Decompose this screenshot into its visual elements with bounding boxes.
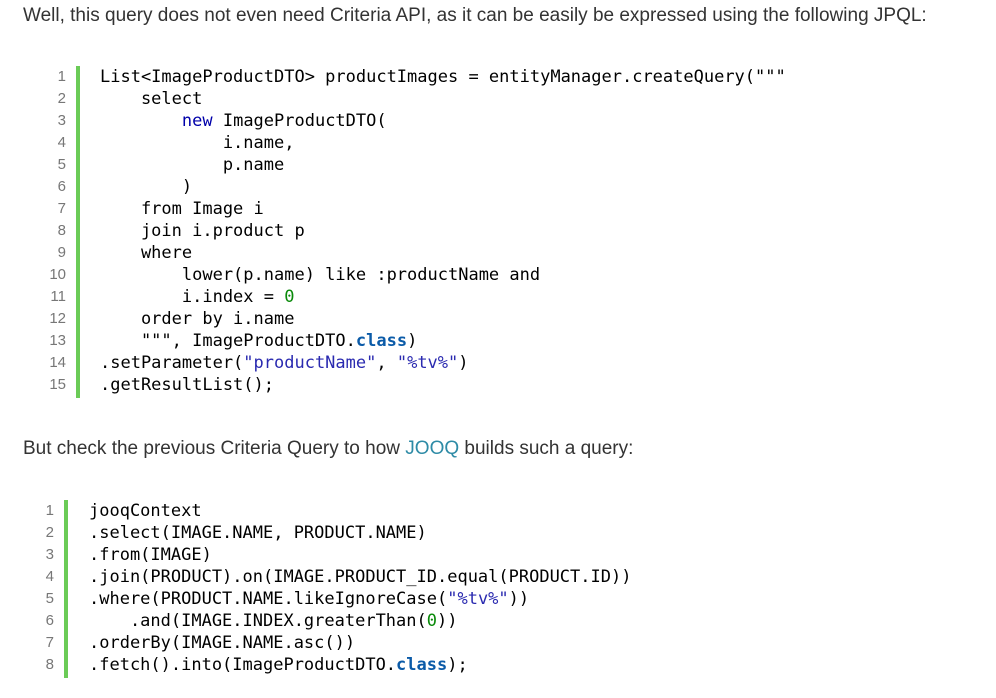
code-line: .and(IMAGE.INDEX.greaterThan(0)) <box>89 610 631 632</box>
code-lines: jooqContext.select(IMAGE.NAME, PRODUCT.N… <box>89 500 631 676</box>
code-token: )) <box>508 589 530 609</box>
line-number-gutter: 1 2 3 4 5 6 7 8 <box>0 500 54 676</box>
code-token: "%tv%" <box>447 589 509 609</box>
line-number: 8 <box>45 656 54 673</box>
line-number: 6 <box>45 612 54 629</box>
middle-text-after: builds such a query: <box>459 438 634 459</box>
code-line: .orderBy(IMAGE.NAME.asc()) <box>89 632 631 654</box>
line-number: 11 <box>50 288 66 305</box>
jooq-code-block: 1 2 3 4 5 6 7 8 jooqContext.select(IMAGE.NAME, … <box>0 500 996 678</box>
line-number: 4 <box>45 568 54 585</box>
code-token: where <box>100 243 193 263</box>
code-line: from Image i <box>100 198 786 220</box>
code-token: ) <box>407 331 418 351</box>
code-line: .where(PRODUCT.NAME.likeIgnoreCase("%tv%… <box>89 588 631 610</box>
code-token: ); <box>447 655 468 675</box>
code-line: List<ImageProductDTO> productImages = en… <box>100 66 786 88</box>
code-line: .select(IMAGE.NAME, PRODUCT.NAME) <box>89 522 631 544</box>
line-number: 7 <box>57 200 66 217</box>
code-token: "productName" <box>243 353 377 373</box>
code-token: .where(PRODUCT.NAME.likeIgnoreCase( <box>89 589 448 609</box>
code-token: i.name, <box>100 133 295 153</box>
middle-text-before: But check the previous Criteria Query to… <box>23 438 406 459</box>
code-line: p.name <box>100 154 786 176</box>
code-line: where <box>100 242 786 264</box>
line-number: 1 <box>45 502 54 519</box>
line-number: 2 <box>57 90 66 107</box>
code-line: join i.product p <box>100 220 786 242</box>
line-number: 14 <box>49 354 66 371</box>
code-token: ) <box>458 353 469 373</box>
code-token: List<ImageProductDTO> productImages = en… <box>100 67 786 87</box>
line-number: 4 <box>57 134 66 151</box>
code-token: .join(PRODUCT).on(IMAGE.PRODUCT_ID.equal… <box>89 567 632 587</box>
code-token: lower(p.name) like :productName and <box>100 265 541 285</box>
code-token: .and(IMAGE.INDEX.greaterThan( <box>89 611 427 631</box>
line-number: 15 <box>49 376 66 393</box>
code-token: 0 <box>426 611 438 631</box>
code-token: "%tv%" <box>396 353 459 373</box>
code-lines: List<ImageProductDTO> productImages = en… <box>100 66 786 396</box>
code-line: ) <box>100 176 786 198</box>
code-token: class <box>396 655 448 675</box>
code-token: .select(IMAGE.NAME, PRODUCT.NAME) <box>89 523 427 543</box>
line-number: 1 <box>57 68 66 85</box>
line-number: 5 <box>57 156 66 173</box>
code-token: join i.product p <box>100 221 305 241</box>
jooq-link[interactable]: JOOQ <box>405 438 460 459</box>
line-number: 8 <box>57 222 66 239</box>
code-token: order by i.name <box>100 309 295 329</box>
code-token: .fetch().into(ImageProductDTO. <box>89 655 397 675</box>
middle-paragraph: But check the previous Criteria Query to… <box>23 437 633 461</box>
line-number: 13 <box>49 332 66 349</box>
code-token: i.index = <box>100 287 285 307</box>
code-token: 0 <box>284 287 295 307</box>
code-token: class <box>355 331 408 351</box>
line-number: 12 <box>49 310 66 327</box>
code-token: jooqContext <box>89 501 202 521</box>
code-line: select <box>100 88 786 110</box>
code-line: jooqContext <box>89 500 631 522</box>
code-line: .from(IMAGE) <box>89 544 631 566</box>
code-line: order by i.name <box>100 308 786 330</box>
code-token: new <box>181 111 213 131</box>
code-token: select <box>100 89 203 109</box>
line-number: 9 <box>57 244 66 261</box>
line-number: 6 <box>57 178 66 195</box>
intro-paragraph: Well, this query does not even need Crit… <box>23 5 927 26</box>
code-line: .join(PRODUCT).on(IMAGE.PRODUCT_ID.equal… <box>89 566 631 588</box>
gutter-accent-bar <box>64 500 68 678</box>
line-number: 2 <box>45 524 54 541</box>
gutter-accent-bar <box>76 66 80 398</box>
code-line: i.name, <box>100 132 786 154</box>
code-token: ) <box>100 177 193 197</box>
code-line: .getResultList(); <box>100 374 786 396</box>
code-token <box>100 111 182 131</box>
line-number: 10 <box>49 266 66 283</box>
line-number: 5 <box>45 590 54 607</box>
code-line: i.index = 0 <box>100 286 786 308</box>
code-token: ImageProductDTO( <box>212 111 387 131</box>
code-line: """, ImageProductDTO.class) <box>100 330 786 352</box>
code-line: lower(p.name) like :productName and <box>100 264 786 286</box>
code-token: .orderBy(IMAGE.NAME.asc()) <box>89 633 356 653</box>
line-number: 3 <box>45 546 54 563</box>
code-token: .setParameter( <box>100 353 244 373</box>
code-token: )) <box>437 611 458 631</box>
code-line: .fetch().into(ImageProductDTO.class); <box>89 654 631 676</box>
code-token: .from(IMAGE) <box>89 545 212 565</box>
code-token: from Image i <box>100 199 264 219</box>
code-token: .getResultList(); <box>100 375 274 395</box>
line-number: 7 <box>45 634 54 651</box>
code-token: """, ImageProductDTO. <box>100 331 356 351</box>
code-line: new ImageProductDTO( <box>100 110 786 132</box>
code-token: , <box>376 353 397 373</box>
line-number: 3 <box>57 112 66 129</box>
code-line: .setParameter("productName", "%tv%") <box>100 352 786 374</box>
code-token: p.name <box>100 155 285 175</box>
